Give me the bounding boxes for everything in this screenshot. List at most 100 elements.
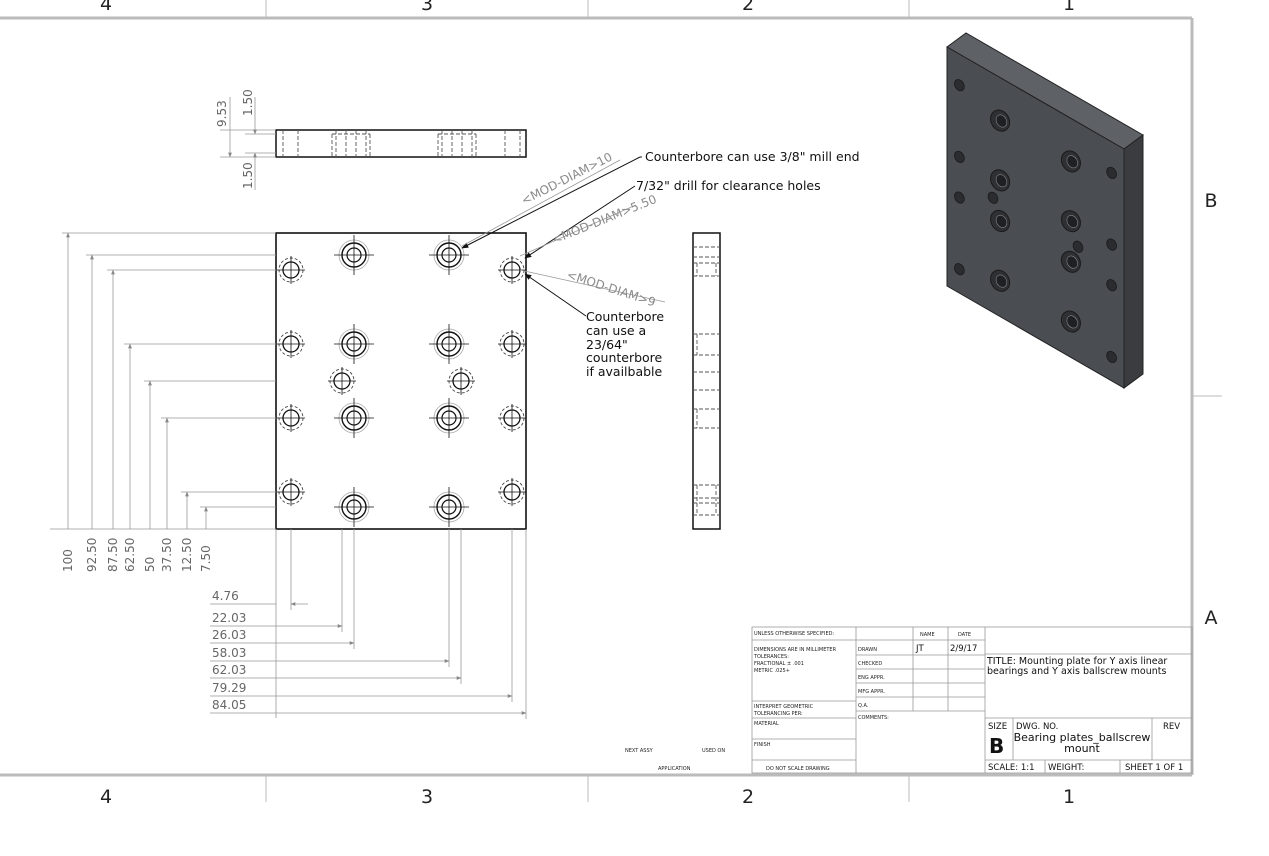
iso-counterbore — [1060, 250, 1081, 273]
vertical-dimension: 92.50 — [85, 254, 276, 572]
iso-counterbore — [990, 269, 1011, 292]
dim-label: 87.50 — [106, 538, 120, 572]
horizontal-dimension: 62.03 — [210, 529, 462, 684]
callout-leaders — [461, 156, 666, 317]
tb-scale: SCALE: 1:1 — [988, 763, 1035, 773]
iso-clearance — [1106, 279, 1117, 292]
clearance-hole — [498, 404, 526, 432]
tb-row-checked: CHECKED — [858, 661, 882, 667]
dim-label: 7.50 — [199, 545, 213, 572]
zone-side-b: B — [1204, 190, 1217, 212]
tb-material: MATERIAL — [754, 721, 779, 727]
iso-clearance — [954, 263, 965, 276]
dim-label: 22.03 — [212, 611, 246, 625]
iso-counterbore — [1060, 310, 1081, 333]
tb-row-mfg: MFG APPR. — [858, 689, 885, 695]
clearance-hole — [498, 330, 526, 358]
tb-title-line: bearings and Y axis ballscrew mounts — [987, 666, 1166, 677]
zone-top-1: 1 — [1063, 0, 1075, 15]
tb-size-value: B — [989, 734, 1004, 758]
clearance-hole — [498, 478, 526, 506]
title-block-text: UNLESS OTHERWISE SPECIFIED: DIMENSIONS A… — [625, 631, 1183, 773]
tb-dwg-no-line: mount — [1064, 742, 1100, 755]
horizontal-dimension: 79.29 — [210, 529, 513, 702]
zone-bottom-3: 3 — [421, 786, 433, 808]
tb-interpret: INTERPRET GEOMETRIC — [754, 704, 814, 710]
counterbore-hole — [334, 398, 374, 438]
dim-label: 12.50 — [180, 538, 194, 572]
zone-top-2: 2 — [742, 0, 754, 15]
tb-rev-label: REV — [1163, 722, 1180, 732]
horizontal-dimension: 4.76 — [210, 529, 308, 610]
iso-clearance — [954, 150, 965, 163]
dim-1-50-top: 1.50 — [241, 89, 255, 116]
vertical-dimension: 87.50 — [106, 269, 276, 572]
counterbore-hole — [429, 235, 469, 275]
tb-dims-line: DIMENSIONS ARE IN MILLIMETER — [754, 647, 837, 653]
note-line: can use a — [586, 323, 646, 338]
zone-bottom-1: 1 — [1063, 786, 1075, 808]
counterbore-hole — [334, 487, 374, 527]
clearance-hole — [328, 367, 356, 395]
note-line: counterbore — [586, 350, 663, 365]
tb-unless: UNLESS OTHERWISE SPECIFIED: — [754, 631, 834, 637]
dim-label: 26.03 — [212, 628, 246, 642]
tb-application: APPLICATION — [658, 766, 691, 772]
tb-finish: FINISH — [754, 742, 771, 748]
callout-mod-diam-9: <MOD-DIAM>9 — [565, 268, 657, 310]
iso-counterbore — [1060, 150, 1081, 173]
counterbore-hole — [429, 398, 469, 438]
iso-clearance — [1072, 240, 1084, 253]
tb-dwg-no-label: DWG. NO. — [1016, 722, 1058, 732]
note-counterbore-mill: Counterbore can use 3/8" mill end — [645, 149, 860, 164]
tb-dwg-no-line: Bearing plates_ballscrew — [1014, 731, 1151, 744]
tb-row-qa: Q.A. — [858, 703, 869, 709]
clearance-hole — [277, 256, 305, 284]
front-view — [275, 232, 527, 530]
zone-side-a: A — [1205, 607, 1218, 629]
counterbore-hole — [429, 487, 469, 527]
callout-mod-diam-10: <MOD-DIAM>10 — [519, 150, 615, 208]
vertical-dimension: 62.50 — [123, 343, 276, 572]
zone-bottom-4: 4 — [100, 786, 112, 808]
vertical-dimension: 7.50 — [199, 506, 276, 572]
iso-clearance — [1106, 350, 1117, 364]
clearance-hole — [277, 478, 305, 506]
iso-clearance — [1106, 238, 1117, 251]
plate-outline — [275, 232, 527, 530]
callout-mod-diam-5-50: <MOD-DIAM>5.50 — [550, 192, 659, 247]
iso-holes — [954, 79, 1117, 364]
tb-row-eng: ENG APPR. — [858, 675, 885, 681]
vertical-dimension: 50 — [143, 380, 276, 572]
tb-date-header: DATE — [958, 632, 971, 638]
iso-clearance — [1106, 166, 1117, 179]
tb-dims-line: FRACTIONAL ± .001 — [754, 661, 804, 667]
vertical-dimension: 12.50 — [180, 491, 276, 572]
dim-label: 58.03 — [212, 646, 246, 660]
dim-label: 50 — [143, 557, 157, 572]
note-counterbore-alt: Counterbore can use a 23/64" counterbore… — [586, 309, 664, 379]
tb-comments: COMMENTS: — [858, 715, 889, 721]
tb-drawn-name: JT — [915, 644, 925, 654]
hole-pattern — [277, 235, 526, 527]
dim-label: 92.50 — [85, 538, 99, 572]
horizontal-dimension: 84.05 — [210, 529, 527, 719]
iso-counterbore — [990, 169, 1011, 192]
dim-label: 79.29 — [212, 681, 246, 695]
dim-1-50-bottom: 1.50 — [241, 162, 255, 189]
iso-counterbore — [990, 109, 1011, 132]
iso-counterbore — [1060, 210, 1081, 233]
dim-label: 62.03 — [212, 663, 246, 677]
iso-clearance — [987, 191, 999, 204]
horizontal-dimension: 22.03 — [210, 529, 343, 632]
isometric-view — [946, 32, 1144, 389]
right-edge-view — [692, 232, 721, 530]
zone-bottom-2: 2 — [742, 786, 754, 808]
dim-9-53: 9.53 — [215, 100, 229, 127]
tb-title-line: TITLE: Mounting plate for Y axis linear — [986, 656, 1167, 667]
tb-next-assy: NEXT ASSY — [625, 748, 654, 754]
tb-interpret: TOLERANCING PER: — [753, 711, 803, 717]
